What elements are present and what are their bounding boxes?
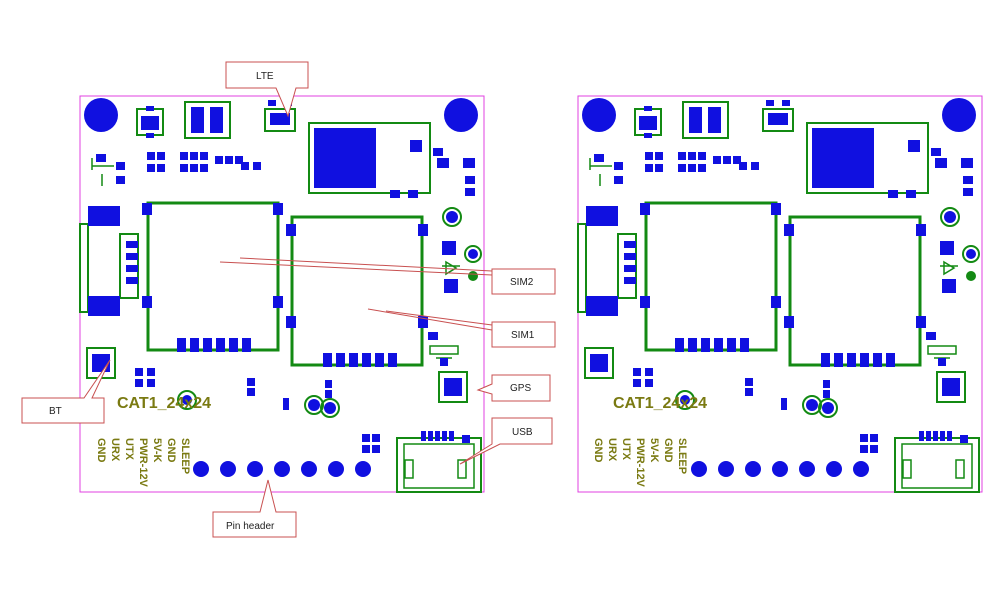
pin-label-5: 5V-K — [648, 438, 660, 463]
callout-lte-label: LTE — [256, 71, 274, 82]
board-right: CAT1_24x24 GND URX UTX PWR-12V 5V-K GND … — [576, 94, 984, 494]
pin-label-6: GND — [662, 438, 674, 463]
pin-label-3: UTX — [620, 438, 632, 461]
pin-label-7: SLEEP — [179, 438, 191, 474]
board-left: CAT1_24x24 GND URX UTX PWR-12V 5V-K GND … — [78, 94, 486, 494]
pin-label-7: SLEEP — [676, 438, 688, 474]
model-label: CAT1_24x24 — [613, 395, 707, 412]
callout-usb: USB — [459, 417, 553, 465]
callout-sim2: SIM2 — [219, 257, 556, 295]
callout-gps: GPS — [476, 374, 551, 402]
callouts: LTE SIM2 SIM1 GPS USB BT Pin heade — [21, 61, 556, 538]
pin-label-2: URX — [606, 438, 618, 462]
pin-label-5: 5V-K — [151, 438, 163, 463]
pin-label-1: GND — [592, 438, 604, 463]
pin-label-1: GND — [95, 438, 107, 463]
pin-label-6: GND — [165, 438, 177, 463]
callout-sim2-label: SIM2 — [510, 277, 534, 288]
callout-pin-header-label: Pin header — [226, 521, 275, 532]
callout-sim1-label: SIM1 — [511, 330, 535, 341]
callout-bt-label: BT — [49, 406, 62, 417]
callout-usb-label: USB — [512, 427, 533, 438]
pin-label-3: UTX — [123, 438, 135, 461]
callout-pin-header: Pin header — [212, 479, 297, 538]
model-label: CAT1_24x24 — [117, 395, 211, 412]
callout-gps-label: GPS — [510, 383, 531, 394]
callout-lte: LTE — [225, 61, 309, 118]
callout-bt: BT — [21, 359, 111, 424]
pin-label-4: PWR-12V — [137, 438, 149, 488]
pin-labels: GND URX UTX PWR-12V 5V-K GND SLEEP — [95, 438, 191, 488]
pin-label-4: PWR-12V — [634, 438, 646, 488]
pin-label-2: URX — [109, 438, 121, 462]
pin-labels: GND URX UTX PWR-12V 5V-K GND SLEEP — [592, 438, 688, 488]
callout-sim1: SIM1 — [367, 308, 556, 348]
